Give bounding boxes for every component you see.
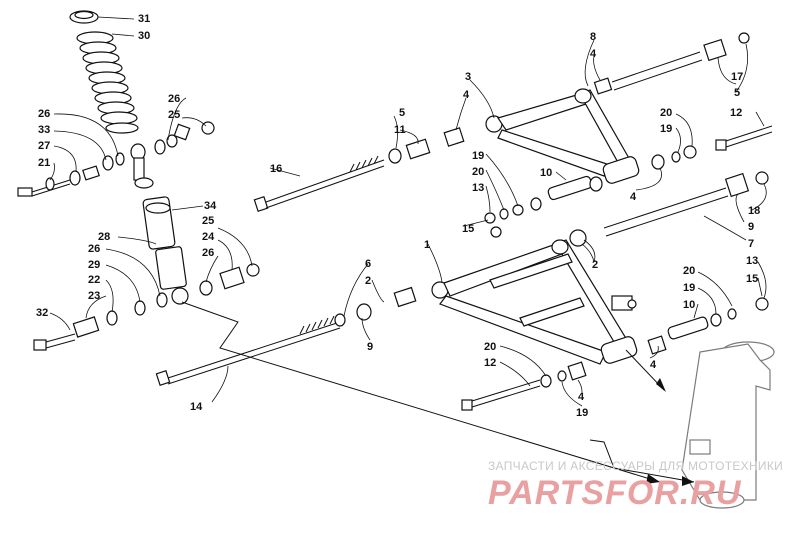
callout-33: 33 <box>38 124 50 136</box>
callout-26: 26 <box>88 243 100 255</box>
shock-reservoir <box>155 246 187 290</box>
coil-spring-part <box>76 31 139 134</box>
callout-31: 31 <box>138 13 150 25</box>
callout-9: 9 <box>748 221 754 233</box>
callout-5: 5 <box>399 107 405 119</box>
callout-10: 10 <box>683 299 695 311</box>
callout-12: 12 <box>730 107 742 119</box>
callout-15: 15 <box>462 223 474 235</box>
callout-20: 20 <box>484 341 496 353</box>
callout-2: 2 <box>365 275 371 287</box>
callout-12: 12 <box>484 357 496 369</box>
watermark-logo-domain: .RU <box>679 474 742 512</box>
callout-32: 32 <box>36 307 48 319</box>
callout-2: 2 <box>592 259 598 271</box>
shock-absorber-assembly <box>17 10 260 351</box>
callout-17: 17 <box>731 71 743 83</box>
callout-24: 24 <box>202 231 215 243</box>
shock-bumper <box>134 177 154 189</box>
callout-19: 19 <box>576 407 588 419</box>
callout-labels: 31 30 26 25 26 33 27 21 34 28 26 29 22 2… <box>36 13 760 419</box>
long-bolt-14-part <box>155 315 341 387</box>
callout-14: 14 <box>190 401 203 413</box>
callout-8: 8 <box>590 31 596 43</box>
callout-9: 9 <box>367 341 373 353</box>
bolt-head-21 <box>17 187 33 197</box>
callout-18: 18 <box>748 205 760 217</box>
callout-25: 25 <box>202 215 214 227</box>
callout-4: 4 <box>578 391 585 403</box>
shock-rod <box>133 157 145 181</box>
callout-28: 28 <box>98 231 110 243</box>
watermark-logo: PARTSFOR.RU <box>488 474 741 513</box>
callout-6: 6 <box>365 258 371 270</box>
callout-21: 21 <box>38 157 50 169</box>
shock-lower-eye <box>171 287 189 305</box>
callout-11: 11 <box>394 124 406 136</box>
callout-7: 7 <box>748 238 754 250</box>
callout-13: 13 <box>746 255 758 267</box>
callout-29: 29 <box>88 259 100 271</box>
callout-4: 4 <box>630 191 637 203</box>
callout-20: 20 <box>660 107 672 119</box>
callout-19: 19 <box>660 123 672 135</box>
callout-16: 16 <box>270 163 282 175</box>
callout-20: 20 <box>472 166 484 178</box>
callout-4: 4 <box>463 89 470 101</box>
reference-lines <box>181 301 695 486</box>
callout-13: 13 <box>472 182 484 194</box>
arrow-head-2 <box>656 378 666 392</box>
shock-body-top <box>145 202 171 214</box>
callout-23: 23 <box>88 290 100 302</box>
callout-26: 26 <box>168 93 180 105</box>
callout-30: 30 <box>138 30 150 42</box>
spindle-part <box>681 341 775 509</box>
watermark-logo-for: FOR <box>605 474 680 512</box>
pin-7-part <box>569 171 769 247</box>
leader-lines <box>49 16 767 407</box>
callout-10: 10 <box>540 167 552 179</box>
callout-4: 4 <box>590 48 597 60</box>
watermark-logo-parts: PARTS <box>488 474 606 512</box>
watermark-tagline: ЗАПЧАСТИ И АКСЕССУАРЫ ДЛЯ МОТОТЕХНИКИ <box>488 459 784 473</box>
long-bolt-16-part <box>253 127 465 213</box>
callout-20: 20 <box>683 265 695 277</box>
arrow-head-3 <box>682 476 694 486</box>
callout-26: 26 <box>38 108 50 120</box>
callout-5: 5 <box>734 87 740 99</box>
callout-15: 15 <box>746 273 758 285</box>
lower-a-arm-part <box>334 226 769 411</box>
upper-a-arm-part <box>484 32 773 224</box>
callout-3: 3 <box>465 71 471 83</box>
callout-34: 34 <box>204 200 217 212</box>
callout-27: 27 <box>38 140 50 152</box>
lower-shock-hardware <box>33 263 260 351</box>
callout-26: 26 <box>202 247 214 259</box>
callout-22: 22 <box>88 274 100 286</box>
callout-19: 19 <box>472 150 484 162</box>
callout-19: 19 <box>683 282 695 294</box>
arrow-head-1 <box>646 474 660 484</box>
spring-cap-top <box>74 10 94 20</box>
callout-4: 4 <box>650 359 657 371</box>
callout-25: 25 <box>168 109 180 121</box>
callout-1: 1 <box>424 239 430 251</box>
